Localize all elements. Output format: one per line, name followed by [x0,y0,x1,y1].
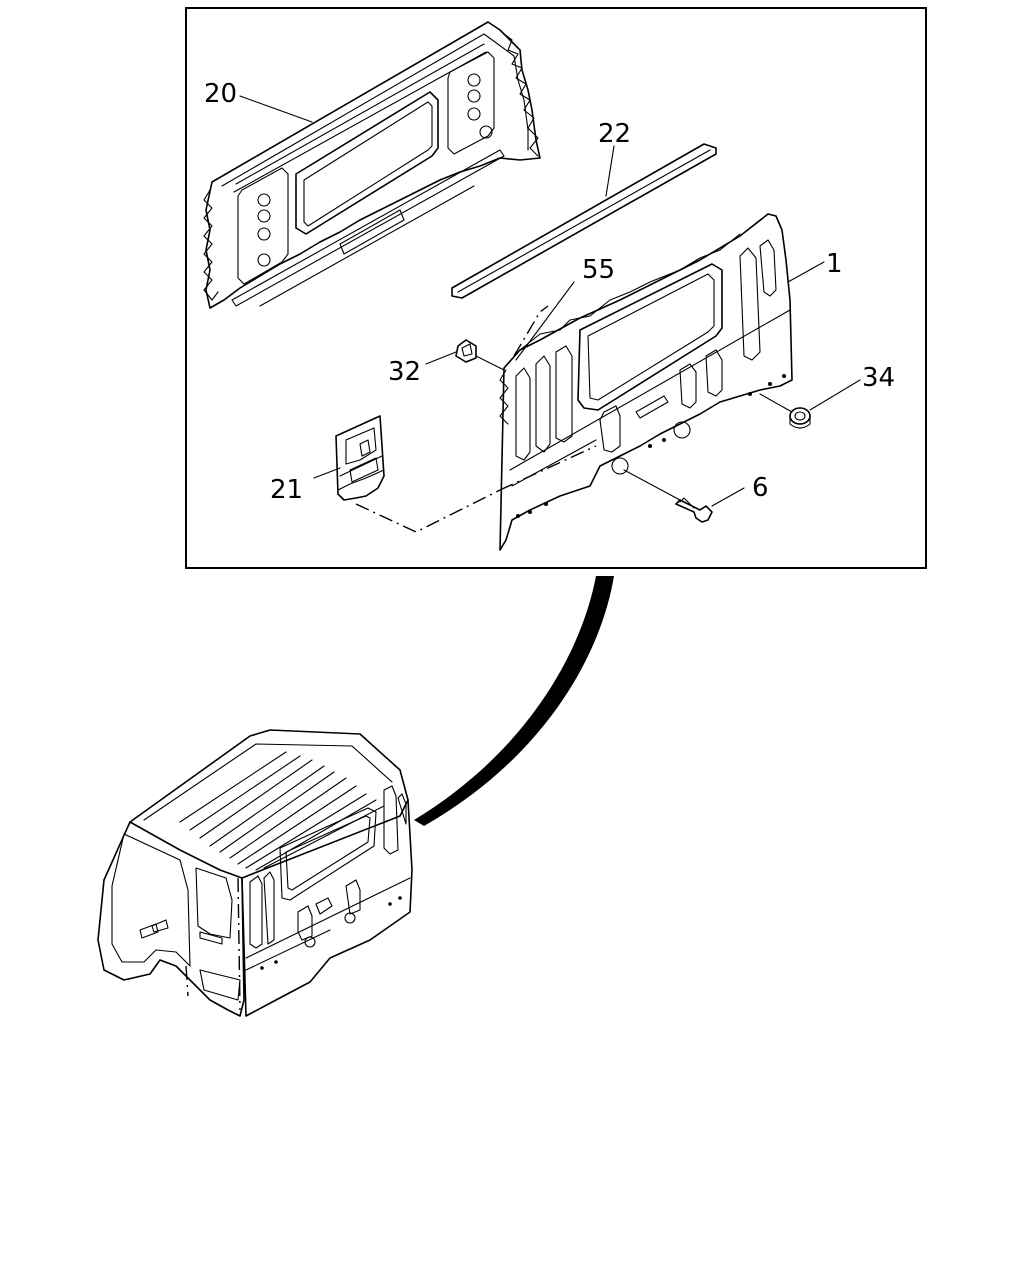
locator-lines [355,305,597,533]
callout-20: 20 [204,79,237,109]
detail-connector [414,576,614,826]
part-34-grommet [789,407,811,429]
callout-22: 22 [598,119,631,149]
part-1-rear-panel [499,213,793,551]
callout-1: 1 [826,249,843,279]
part-6-bolt [675,497,713,523]
callout-6: 6 [752,473,769,503]
callout-32: 32 [388,357,421,387]
callout-55: 55 [582,255,615,285]
callout-21: 21 [270,475,303,505]
detail-frame [185,7,927,569]
callout-34: 34 [862,363,895,393]
leader-lines [239,95,861,507]
part-21-bracket [335,415,385,501]
cab-overview [97,729,413,1017]
part-20-back-panel [203,21,541,309]
part-32-clip [455,339,477,363]
part-22-strip [451,143,717,299]
